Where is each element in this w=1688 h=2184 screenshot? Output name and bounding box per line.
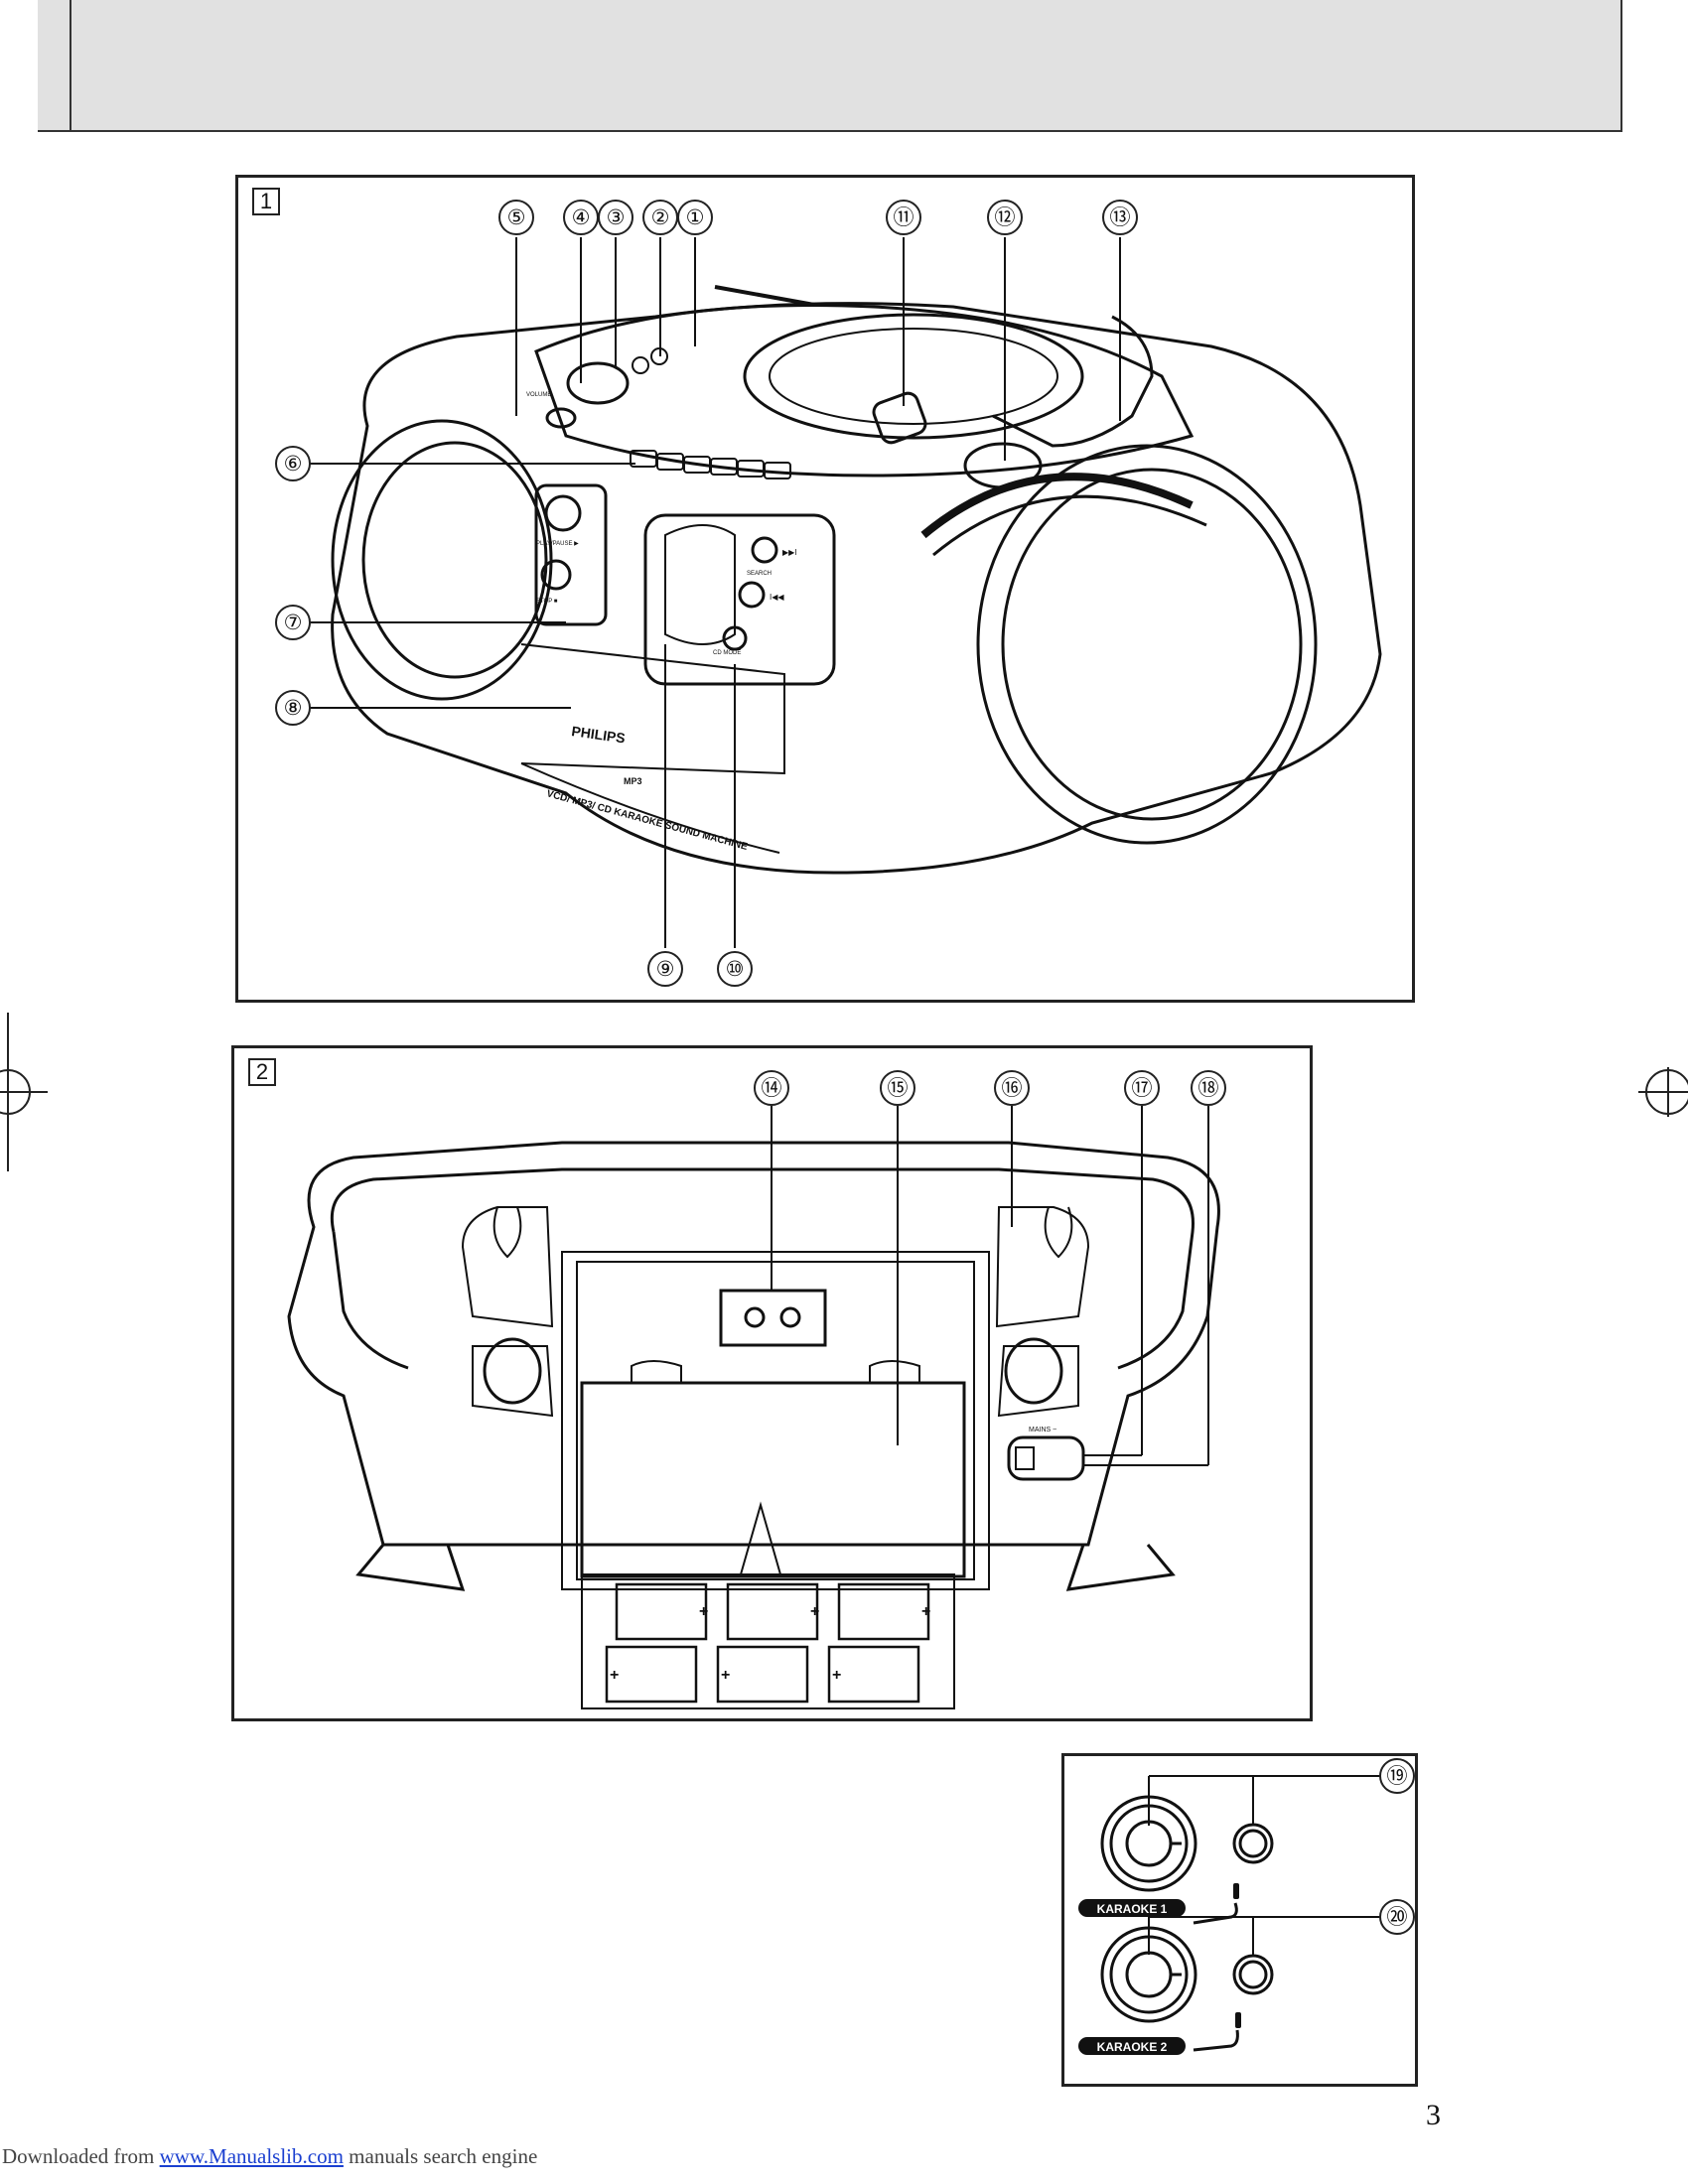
callout-11: ⑪ bbox=[886, 200, 921, 235]
callout-12: ⑫ bbox=[987, 200, 1023, 235]
callout-2: ② bbox=[642, 200, 678, 235]
device-tuning-label: TUNING bbox=[1057, 477, 1080, 482]
callout-6: ⑥ bbox=[275, 446, 311, 481]
callout-3: ③ bbox=[598, 200, 633, 235]
header-left-rule bbox=[70, 0, 71, 130]
battery-plus-5: + bbox=[721, 1667, 730, 1684]
boombox-rear-illustration: + + + + + + MAINS ~ bbox=[287, 1106, 1220, 1709]
mains-label: MAINS ~ bbox=[1029, 1427, 1056, 1433]
callout-4: ④ bbox=[563, 200, 599, 235]
karaoke-2-badge bbox=[1078, 2037, 1186, 2055]
karaoke-1-badge bbox=[1078, 1899, 1186, 1917]
crop-mark-right bbox=[1638, 1067, 1688, 1117]
device-search-label: SEARCH bbox=[747, 571, 772, 577]
figure-2: 2 bbox=[231, 1045, 1313, 1721]
crop-mark-left bbox=[0, 1013, 48, 1171]
page-number: 3 bbox=[1426, 2099, 1441, 2131]
callout-7: ⑦ bbox=[275, 605, 311, 640]
device-model-label: VCD/ MP3/ CD KARAOKE SOUND MACHINE bbox=[545, 788, 749, 853]
device-brand-label: PHILIPS bbox=[571, 723, 627, 746]
callout-20: ⑳ bbox=[1379, 1899, 1415, 1935]
callout-19: ⑲ bbox=[1379, 1758, 1415, 1794]
karaoke-2-label: KARAOKE 2 bbox=[1097, 2040, 1168, 2054]
footer-suffix: manuals search engine bbox=[343, 2144, 538, 2168]
callout-18: ⑱ bbox=[1191, 1070, 1226, 1106]
figure-2-number: 2 bbox=[248, 1058, 276, 1086]
karaoke-jacks-illustration: KARAOKE 1 KARAOKE 2 bbox=[1078, 1775, 1380, 2055]
footer: Downloaded from www.Manualslib.com manua… bbox=[2, 2144, 537, 2169]
battery-plus-3: + bbox=[921, 1603, 930, 1620]
battery-plus-4: + bbox=[610, 1667, 619, 1684]
callout-10: ⑩ bbox=[717, 951, 753, 987]
callout-14: ⑭ bbox=[754, 1070, 789, 1106]
device-mp3-badge: MP3 bbox=[624, 776, 642, 786]
callout-5: ⑤ bbox=[498, 200, 534, 235]
boombox-front-illustration: PHILIPS VCD/ MP3/ CD KARAOKE SOUND MACHI… bbox=[308, 237, 1382, 948]
footer-link[interactable]: www.Manualslib.com bbox=[159, 2144, 344, 2168]
device-skip-prev-label: I◀◀ bbox=[770, 593, 784, 602]
battery-plus-6: + bbox=[832, 1667, 841, 1684]
callout-13: ⑬ bbox=[1102, 200, 1138, 235]
device-playpause-label: PLAY/PAUSE ▶ bbox=[536, 541, 579, 547]
battery-plus-1: + bbox=[699, 1603, 708, 1620]
callout-16: ⑯ bbox=[994, 1070, 1030, 1106]
callout-15: ⑮ bbox=[880, 1070, 915, 1106]
device-cd-mode-label: CD MODE bbox=[713, 650, 741, 656]
header-band bbox=[38, 0, 1622, 132]
figure-1-number: 1 bbox=[252, 188, 280, 215]
footer-prefix: Downloaded from bbox=[2, 2144, 160, 2168]
callout-9: ⑨ bbox=[647, 951, 683, 987]
karaoke-1-label: KARAOKE 1 bbox=[1097, 1902, 1168, 1916]
device-skip-next-label: ▶▶I bbox=[782, 548, 797, 557]
figure-3: KARAOKE 1 KARAOKE 2 ⑲ ⑳ bbox=[1061, 1753, 1418, 2087]
battery-plus-2: + bbox=[810, 1603, 819, 1620]
callout-1: ① bbox=[677, 200, 713, 235]
callout-8: ⑧ bbox=[275, 690, 311, 726]
device-stop-label: STOP ■ bbox=[536, 599, 558, 605]
device-volume-label: VOLUME bbox=[526, 392, 551, 398]
callout-17: ⑰ bbox=[1124, 1070, 1160, 1106]
figure-1: 1 bbox=[235, 175, 1415, 1003]
